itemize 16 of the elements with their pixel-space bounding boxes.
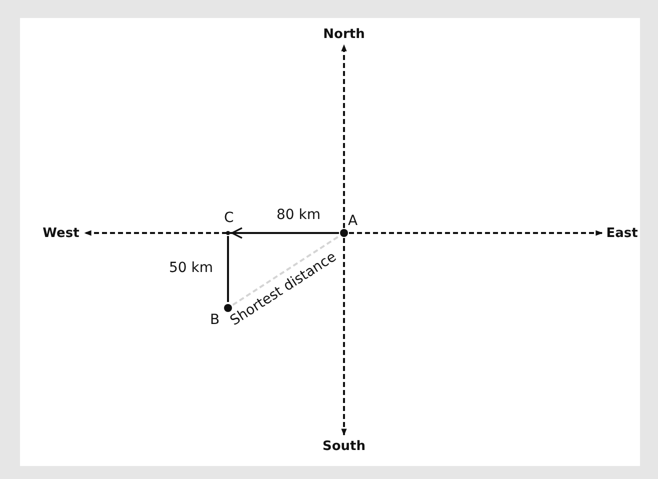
arrow	[231, 227, 339, 239]
point-label: A	[348, 214, 358, 228]
point-label: C	[224, 211, 234, 225]
arrow	[341, 44, 347, 228]
direction-label: North	[320, 25, 368, 43]
arrow	[349, 230, 603, 236]
edge-label: 80 km	[276, 208, 322, 222]
arrow	[341, 238, 347, 436]
direction-label: West	[39, 224, 83, 242]
edge-label: 50 km	[168, 261, 214, 275]
line	[227, 236, 229, 302]
direction-label: East	[604, 224, 640, 242]
direction-label: South	[319, 437, 369, 455]
point-dot	[226, 231, 230, 235]
line	[232, 236, 339, 306]
point-label: B	[210, 313, 220, 327]
